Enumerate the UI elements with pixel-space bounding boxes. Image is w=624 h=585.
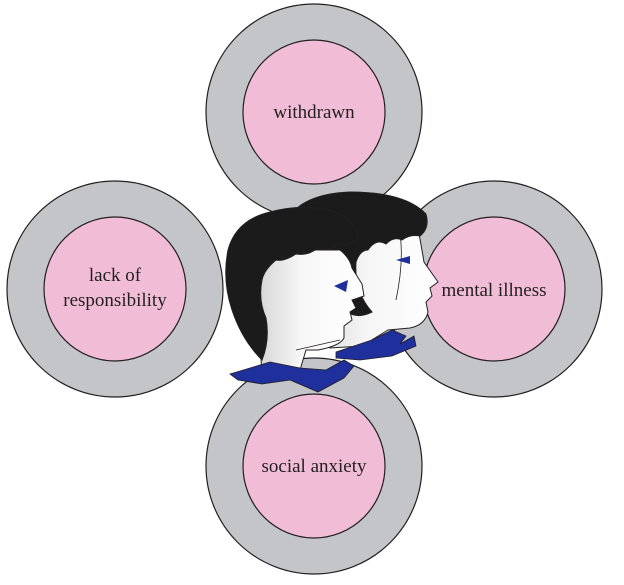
head-front-icon — [226, 207, 364, 392]
node-left-label-line-1: lack of — [89, 265, 142, 286]
node-right-label: mental illness — [441, 280, 546, 301]
node-left-label-line-2: responsibility — [63, 290, 167, 311]
node-top: withdrawn — [206, 4, 422, 220]
node-top-label: withdrawn — [273, 102, 355, 123]
node-left: lack of responsibility — [7, 181, 223, 397]
node-left-inner-disc — [44, 217, 186, 361]
node-bottom-label: social anxiety — [262, 456, 367, 477]
